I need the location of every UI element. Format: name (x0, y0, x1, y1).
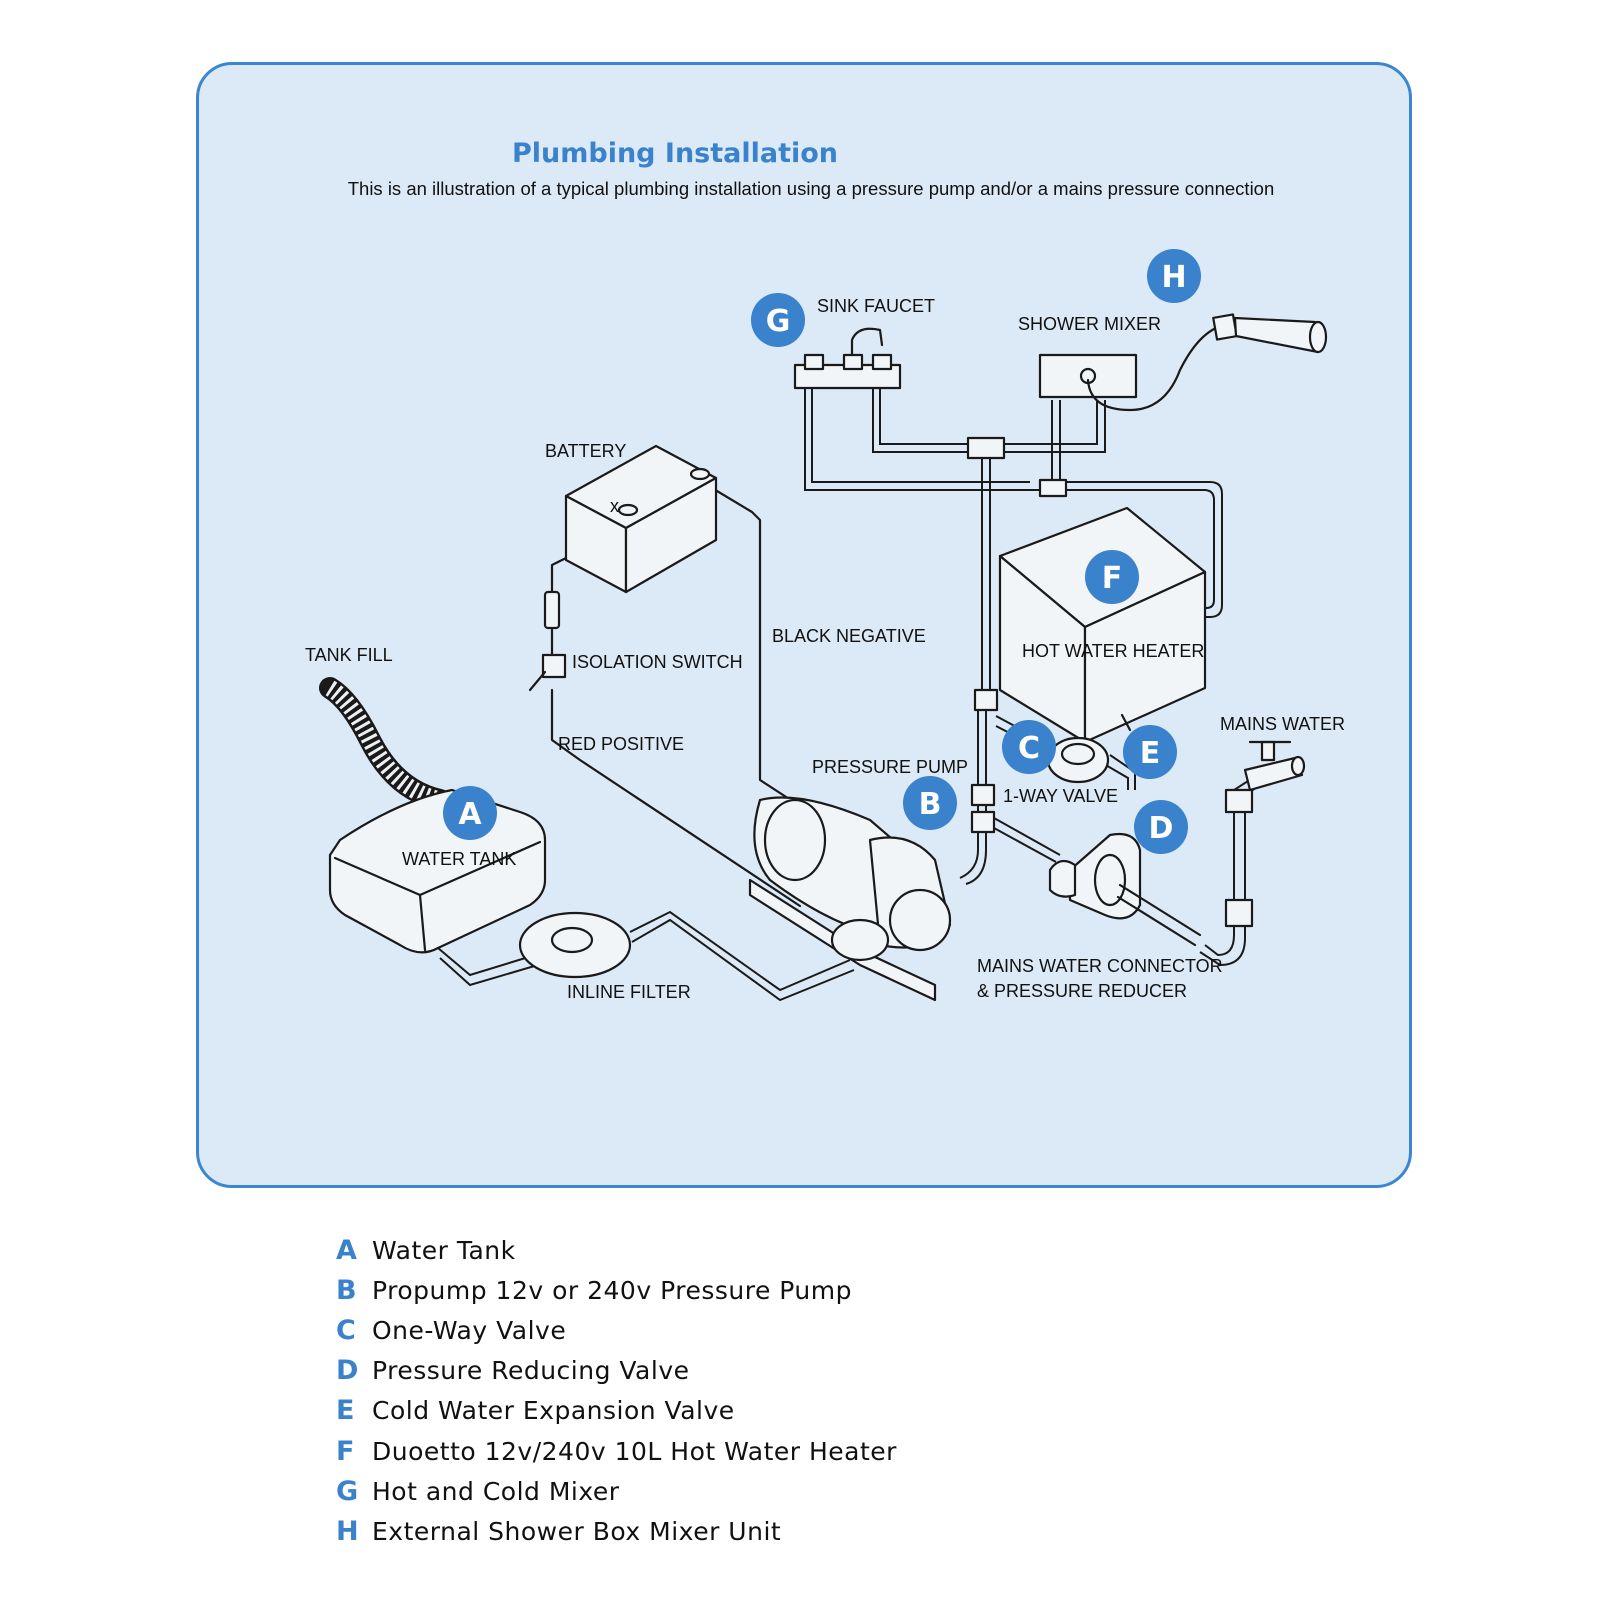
badge-h: H (1147, 249, 1201, 303)
svg-text:B: B (919, 787, 942, 822)
label-sink-faucet: SINK FAUCET (817, 296, 935, 316)
inline-filter (518, 911, 632, 979)
badge-b: B (903, 776, 957, 830)
legend-text: Hot and Cold Mixer (372, 1476, 620, 1506)
legend-text: Pressure Reducing Valve (372, 1356, 690, 1386)
page-title: Plumbing Installation (511, 138, 839, 169)
legend-item: H External Shower Box Mixer Unit (336, 1511, 897, 1551)
legend-text: Cold Water Expansion Valve (372, 1396, 735, 1426)
legend-letter: C (336, 1314, 356, 1346)
badge-f: F (1085, 550, 1139, 604)
label-water-tank: WATER TANK (402, 849, 516, 869)
legend-letter: E (336, 1395, 355, 1427)
mains-water-connector (1048, 832, 1202, 947)
legend-text: Propump 12v or 240v Pressure Pump (372, 1275, 852, 1305)
legend-letter: H (336, 1515, 359, 1547)
legend-text: External Shower Box Mixer Unit (372, 1516, 782, 1546)
water-tank (328, 788, 547, 954)
hot-water-heater (998, 506, 1207, 744)
label-hot-water-heater: HOT WATER HEATER (1022, 641, 1204, 661)
legend: A Water Tank B Propump 12v or 240v Pressur… (336, 1230, 897, 1552)
legend-letter: A (336, 1234, 357, 1266)
label-isolation-switch: ISOLATION SWITCH (572, 652, 743, 672)
svg-text:x: x (610, 496, 619, 516)
label-black-negative: BLACK NEGATIVE (772, 626, 926, 646)
label-pressure-pump: PRESSURE PUMP (812, 757, 968, 777)
legend-letter: B (336, 1274, 357, 1306)
label-mains-water: MAINS WATER (1220, 714, 1345, 734)
svg-text:F: F (1102, 561, 1123, 596)
label-tank-fill: TANK FILL (305, 645, 393, 665)
pressure-pump (748, 796, 952, 1002)
label-battery: BATTERY (545, 441, 626, 461)
legend-item: B Propump 12v or 240v Pressure Pump (336, 1270, 897, 1310)
diagram-panel (196, 62, 1412, 1188)
label-mains-connector-line2: & PRESSURE REDUCER (977, 981, 1187, 1001)
legend-item: G Hot and Cold Mixer (336, 1471, 897, 1511)
isolation-switch (528, 590, 567, 692)
badge-d: D (1134, 800, 1188, 854)
tee-fitting-hot (1038, 478, 1068, 498)
legend-item: C One-Way Valve (336, 1310, 897, 1350)
svg-text:C: C (1018, 731, 1040, 766)
label-inline-filter: INLINE FILTER (567, 982, 691, 1002)
battery: x (564, 444, 718, 594)
mains-water-tap (1243, 740, 1306, 792)
badge-a: A (443, 786, 497, 840)
legend-letter: G (336, 1475, 359, 1507)
label-shower-mixer: SHOWER MIXER (1018, 314, 1161, 334)
one-way-valve (1046, 736, 1110, 784)
legend-item: A Water Tank (336, 1230, 897, 1270)
tank-fill-hose (319, 677, 451, 811)
legend-item: D Pressure Reducing Valve (336, 1351, 897, 1391)
svg-text:A: A (458, 797, 482, 832)
svg-text:H: H (1161, 260, 1186, 295)
badge-g: G (751, 293, 805, 347)
legend-letter: F (336, 1435, 355, 1467)
svg-text:G: G (766, 304, 791, 339)
legend-item: E Cold Water Expansion Valve (336, 1391, 897, 1431)
legend-text: Duoetto 12v/240v 10L Hot Water Heater (372, 1436, 897, 1466)
legend-letter: D (336, 1355, 359, 1387)
page-subtitle: This is an illustration of a typical plu… (347, 178, 1275, 199)
legend-text: One-Way Valve (372, 1315, 567, 1345)
label-one-way-valve: 1-WAY VALVE (1003, 786, 1118, 806)
legend-item: F Duoetto 12v/240v 10L Hot Water Heater (336, 1431, 897, 1471)
shower-mixer (1038, 313, 1328, 412)
badge-c: C (1002, 720, 1056, 774)
label-red-positive: RED POSITIVE (558, 734, 684, 754)
svg-text:E: E (1140, 736, 1161, 771)
tee-fitting (966, 436, 1006, 460)
badge-e: E (1123, 725, 1177, 779)
label-mains-connector-line1: MAINS WATER CONNECTOR (977, 956, 1223, 976)
legend-text: Water Tank (372, 1235, 516, 1265)
svg-text:D: D (1149, 811, 1174, 846)
sink-faucet (793, 327, 902, 390)
